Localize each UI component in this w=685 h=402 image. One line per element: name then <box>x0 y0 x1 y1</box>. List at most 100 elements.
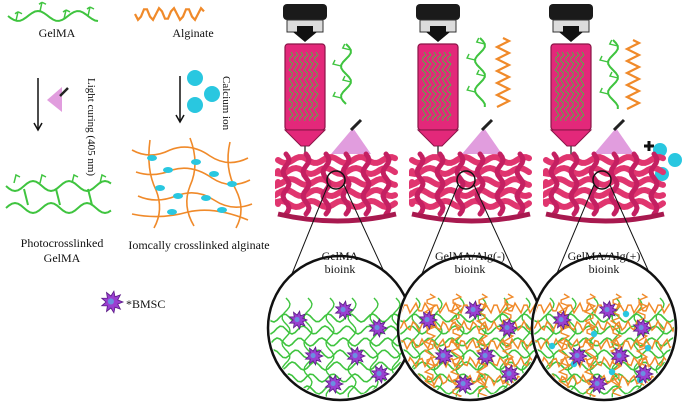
bmsc-cell <box>334 300 355 320</box>
alginate-chain <box>400 337 540 351</box>
gelma-in-barrel <box>579 51 585 121</box>
calcium-crosslink <box>209 171 219 177</box>
light-lamp-icon <box>331 118 371 154</box>
methacryloyl-group <box>466 85 476 93</box>
methacryloyl-group <box>466 53 476 61</box>
bmsc-cell <box>368 318 389 338</box>
gelma-icon-panel-1 <box>332 43 352 105</box>
photocrosslinked-gelma-label-line1: Photocrosslinked <box>20 236 104 250</box>
bmsc-cell <box>498 318 519 338</box>
scaffold-base <box>411 211 531 224</box>
panel-2-title-line1: GelMA/Alg(-) <box>435 249 505 263</box>
scaffold-filament <box>543 176 666 190</box>
methacryloyl-group <box>62 9 71 20</box>
arrow-head <box>175 114 185 124</box>
calcium-ion-icon <box>622 310 630 318</box>
magnified-view-2 <box>396 170 544 402</box>
methacryloyl-group <box>475 69 486 77</box>
panel-3-title-line1: GelMA/Alg(+) <box>567 249 641 263</box>
cell-nucleus <box>294 317 300 323</box>
calcium-ion-icon <box>644 344 652 352</box>
bmsc-cell <box>346 346 367 366</box>
scaffold-filament <box>409 154 532 166</box>
gelma-chain <box>474 37 486 107</box>
plus-icon <box>644 141 654 151</box>
bmsc-cell <box>634 364 655 384</box>
bmsc-cell <box>610 346 631 366</box>
zoom-marker <box>456 170 476 190</box>
cell-nucleus <box>330 381 336 387</box>
zoom-marker <box>326 170 346 190</box>
gelma-in-barrel <box>431 51 437 121</box>
methacryloyl-group <box>332 59 342 67</box>
light-lamp-icon <box>594 118 634 154</box>
scaffold-base <box>277 211 397 224</box>
alginate-strand <box>134 6 205 22</box>
alginate-chain <box>186 137 196 227</box>
bmsc-cell <box>304 346 325 366</box>
bmsc-cell <box>632 318 653 338</box>
light-beam <box>331 128 371 154</box>
gelma-chain <box>400 313 540 323</box>
gelma-chain <box>5 179 112 193</box>
magnified-content <box>534 293 674 398</box>
scaffold-filament <box>548 151 560 217</box>
alginate-chain <box>423 293 437 398</box>
bmsc-cell <box>434 346 455 366</box>
scaffold-3 <box>543 151 666 224</box>
methacryloyl-group <box>99 173 107 184</box>
lamp-body <box>349 118 363 132</box>
down-arrow-icon <box>426 26 450 42</box>
bmsc-cell <box>464 300 485 320</box>
alginate-chain <box>400 355 540 369</box>
methacryloyl-group <box>608 39 618 47</box>
methacryloyl-group <box>14 11 23 21</box>
scaffold-filament <box>280 151 292 217</box>
light-curing-arrow <box>33 78 43 132</box>
calcium-crosslink <box>147 155 157 161</box>
cell-nucleus <box>340 307 346 313</box>
calcium-ion-icon <box>590 330 598 338</box>
gelma-in-barrel <box>293 51 299 121</box>
light-beam <box>594 128 634 154</box>
scaffold-filament <box>275 186 398 200</box>
cell-nucleus <box>604 307 610 313</box>
methacryloyl-group <box>13 173 21 184</box>
gelma-chain <box>369 297 379 398</box>
scaffold-filament <box>568 151 580 217</box>
cell-nucleus <box>374 325 380 331</box>
scaffold-filament <box>360 151 372 217</box>
calcium-crosslink <box>201 195 211 201</box>
scaffold-filament <box>494 151 506 217</box>
scaffold-filament <box>414 151 426 217</box>
scaffold-filament <box>588 151 600 217</box>
methacryloyl-group <box>599 87 609 95</box>
gelma-chain <box>534 313 674 323</box>
alginate-chain <box>557 293 571 398</box>
cell-nucleus <box>558 317 564 323</box>
magnified-content <box>270 297 410 398</box>
scaffold-filament <box>543 164 666 178</box>
gelma-in-barrel <box>569 51 575 121</box>
crosslink-bond <box>55 188 61 206</box>
ionic-alginate-network <box>131 137 253 229</box>
gelma-in-barrel <box>559 51 565 121</box>
scaffold-1 <box>275 151 398 224</box>
alginate-chain <box>583 293 597 398</box>
gelma-in-barrel <box>554 51 560 121</box>
scaffold-filament <box>543 154 666 166</box>
syringe-tip <box>283 129 327 147</box>
scaffold-filament <box>275 197 398 211</box>
gelma-in-barrel <box>426 51 432 121</box>
scaffold-filament <box>275 176 398 190</box>
calcium-ion-icon <box>548 342 556 350</box>
scaffold-filament <box>628 151 640 217</box>
scaffold-filament <box>380 151 392 217</box>
scaffold-filament <box>409 197 532 211</box>
scaffold-base <box>545 211 665 224</box>
cell-nucleus <box>424 317 430 323</box>
calcium-crosslink <box>163 167 173 173</box>
alginate-icon-panel-2 <box>494 37 512 108</box>
photocrosslinked-gelma-label-line2: GelMA <box>43 251 81 265</box>
crosslink-bond <box>87 188 93 206</box>
